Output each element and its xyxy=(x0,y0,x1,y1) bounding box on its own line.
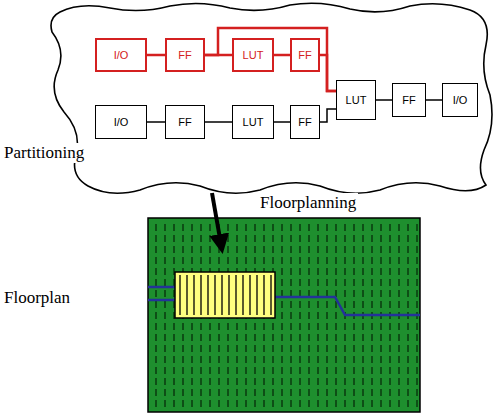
cell-label: LUT xyxy=(346,94,367,106)
cell-label: I/O xyxy=(114,49,129,61)
cell-label: FF xyxy=(298,49,311,61)
logic-cell: I/O xyxy=(95,38,147,72)
blue-wire xyxy=(148,299,176,302)
partition-blob xyxy=(51,3,492,193)
wire xyxy=(376,99,392,101)
cell-label: FF xyxy=(402,94,415,106)
wire xyxy=(205,121,232,123)
wire xyxy=(274,121,290,123)
blue-wire xyxy=(148,286,176,289)
floorplan-arrow xyxy=(212,193,222,250)
logic-cell: FF xyxy=(290,38,320,72)
wire xyxy=(205,28,336,91)
stage-label: Floorplanning xyxy=(258,193,358,213)
logic-cell: FF xyxy=(165,105,205,139)
stage-label: Partitioning xyxy=(2,143,86,163)
logic-cell: LUT xyxy=(336,80,376,120)
cell-label: FF xyxy=(178,116,191,128)
logic-cell: FF xyxy=(290,105,320,139)
cell-label: FF xyxy=(178,49,191,61)
wire xyxy=(147,54,165,57)
logic-cell: LUT xyxy=(232,105,274,139)
blue-wire xyxy=(275,297,420,315)
cell-label: I/O xyxy=(453,94,468,106)
wire xyxy=(426,99,442,101)
cell-label: LUT xyxy=(243,49,264,61)
logic-cell: I/O xyxy=(95,105,147,139)
wire xyxy=(147,121,165,123)
cell-label: I/O xyxy=(114,116,129,128)
stage-label: Floorplan xyxy=(2,288,72,308)
logic-cell: LUT xyxy=(232,38,274,72)
wire xyxy=(320,109,336,122)
logic-cell: FF xyxy=(392,83,426,117)
wire xyxy=(320,55,336,91)
logic-cell: I/O xyxy=(442,83,478,117)
cell-label: LUT xyxy=(243,116,264,128)
block-columns xyxy=(176,272,274,318)
fpga-board xyxy=(148,218,420,412)
cell-label: FF xyxy=(298,116,311,128)
wire xyxy=(274,54,290,57)
logic-cell: FF xyxy=(165,38,205,72)
placed-block xyxy=(175,272,275,318)
